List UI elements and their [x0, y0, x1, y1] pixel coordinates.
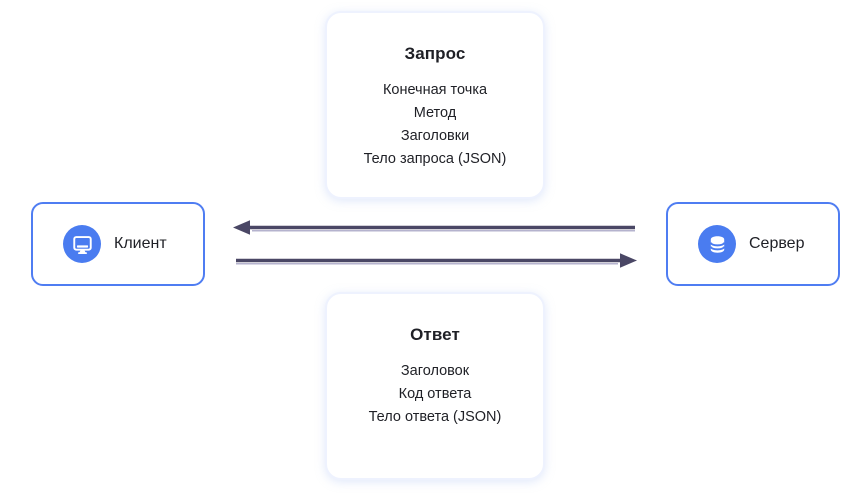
request-item-body: Тело запроса (JSON)	[363, 151, 507, 167]
client-node-label: Клиент	[114, 235, 167, 252]
database-icon	[706, 233, 729, 256]
request-card-title: Запрос	[404, 44, 466, 63]
server-icon-circle	[698, 225, 736, 263]
request-item-headers: Заголовки	[400, 128, 470, 144]
response-card-items: Заголовок Код ответа Тело ответа (JSON)	[327, 360, 543, 429]
response-card: Ответ Заголовок Код ответа Тело ответа (…	[325, 292, 545, 480]
response-card-title: Ответ	[410, 325, 460, 344]
request-item-endpoint: Конечная точка	[382, 82, 488, 98]
client-icon-circle	[63, 225, 101, 263]
monitor-icon	[71, 233, 94, 256]
arrow-server-to-client	[233, 220, 635, 235]
request-card-items: Конечная точка Метод Заголовки Тело запр…	[327, 79, 543, 171]
request-item-method: Метод	[413, 105, 457, 121]
request-card: Запрос Конечная точка Метод Заголовки Те…	[325, 11, 545, 199]
arrow-client-to-server	[236, 253, 637, 268]
server-node-label: Сервер	[749, 235, 805, 252]
response-item-header: Заголовок	[400, 363, 470, 379]
response-item-body: Тело ответа (JSON)	[368, 409, 502, 425]
client-node: Клиент	[31, 202, 205, 286]
server-node: Сервер	[666, 202, 840, 286]
response-item-status-code: Код ответа	[398, 386, 472, 402]
